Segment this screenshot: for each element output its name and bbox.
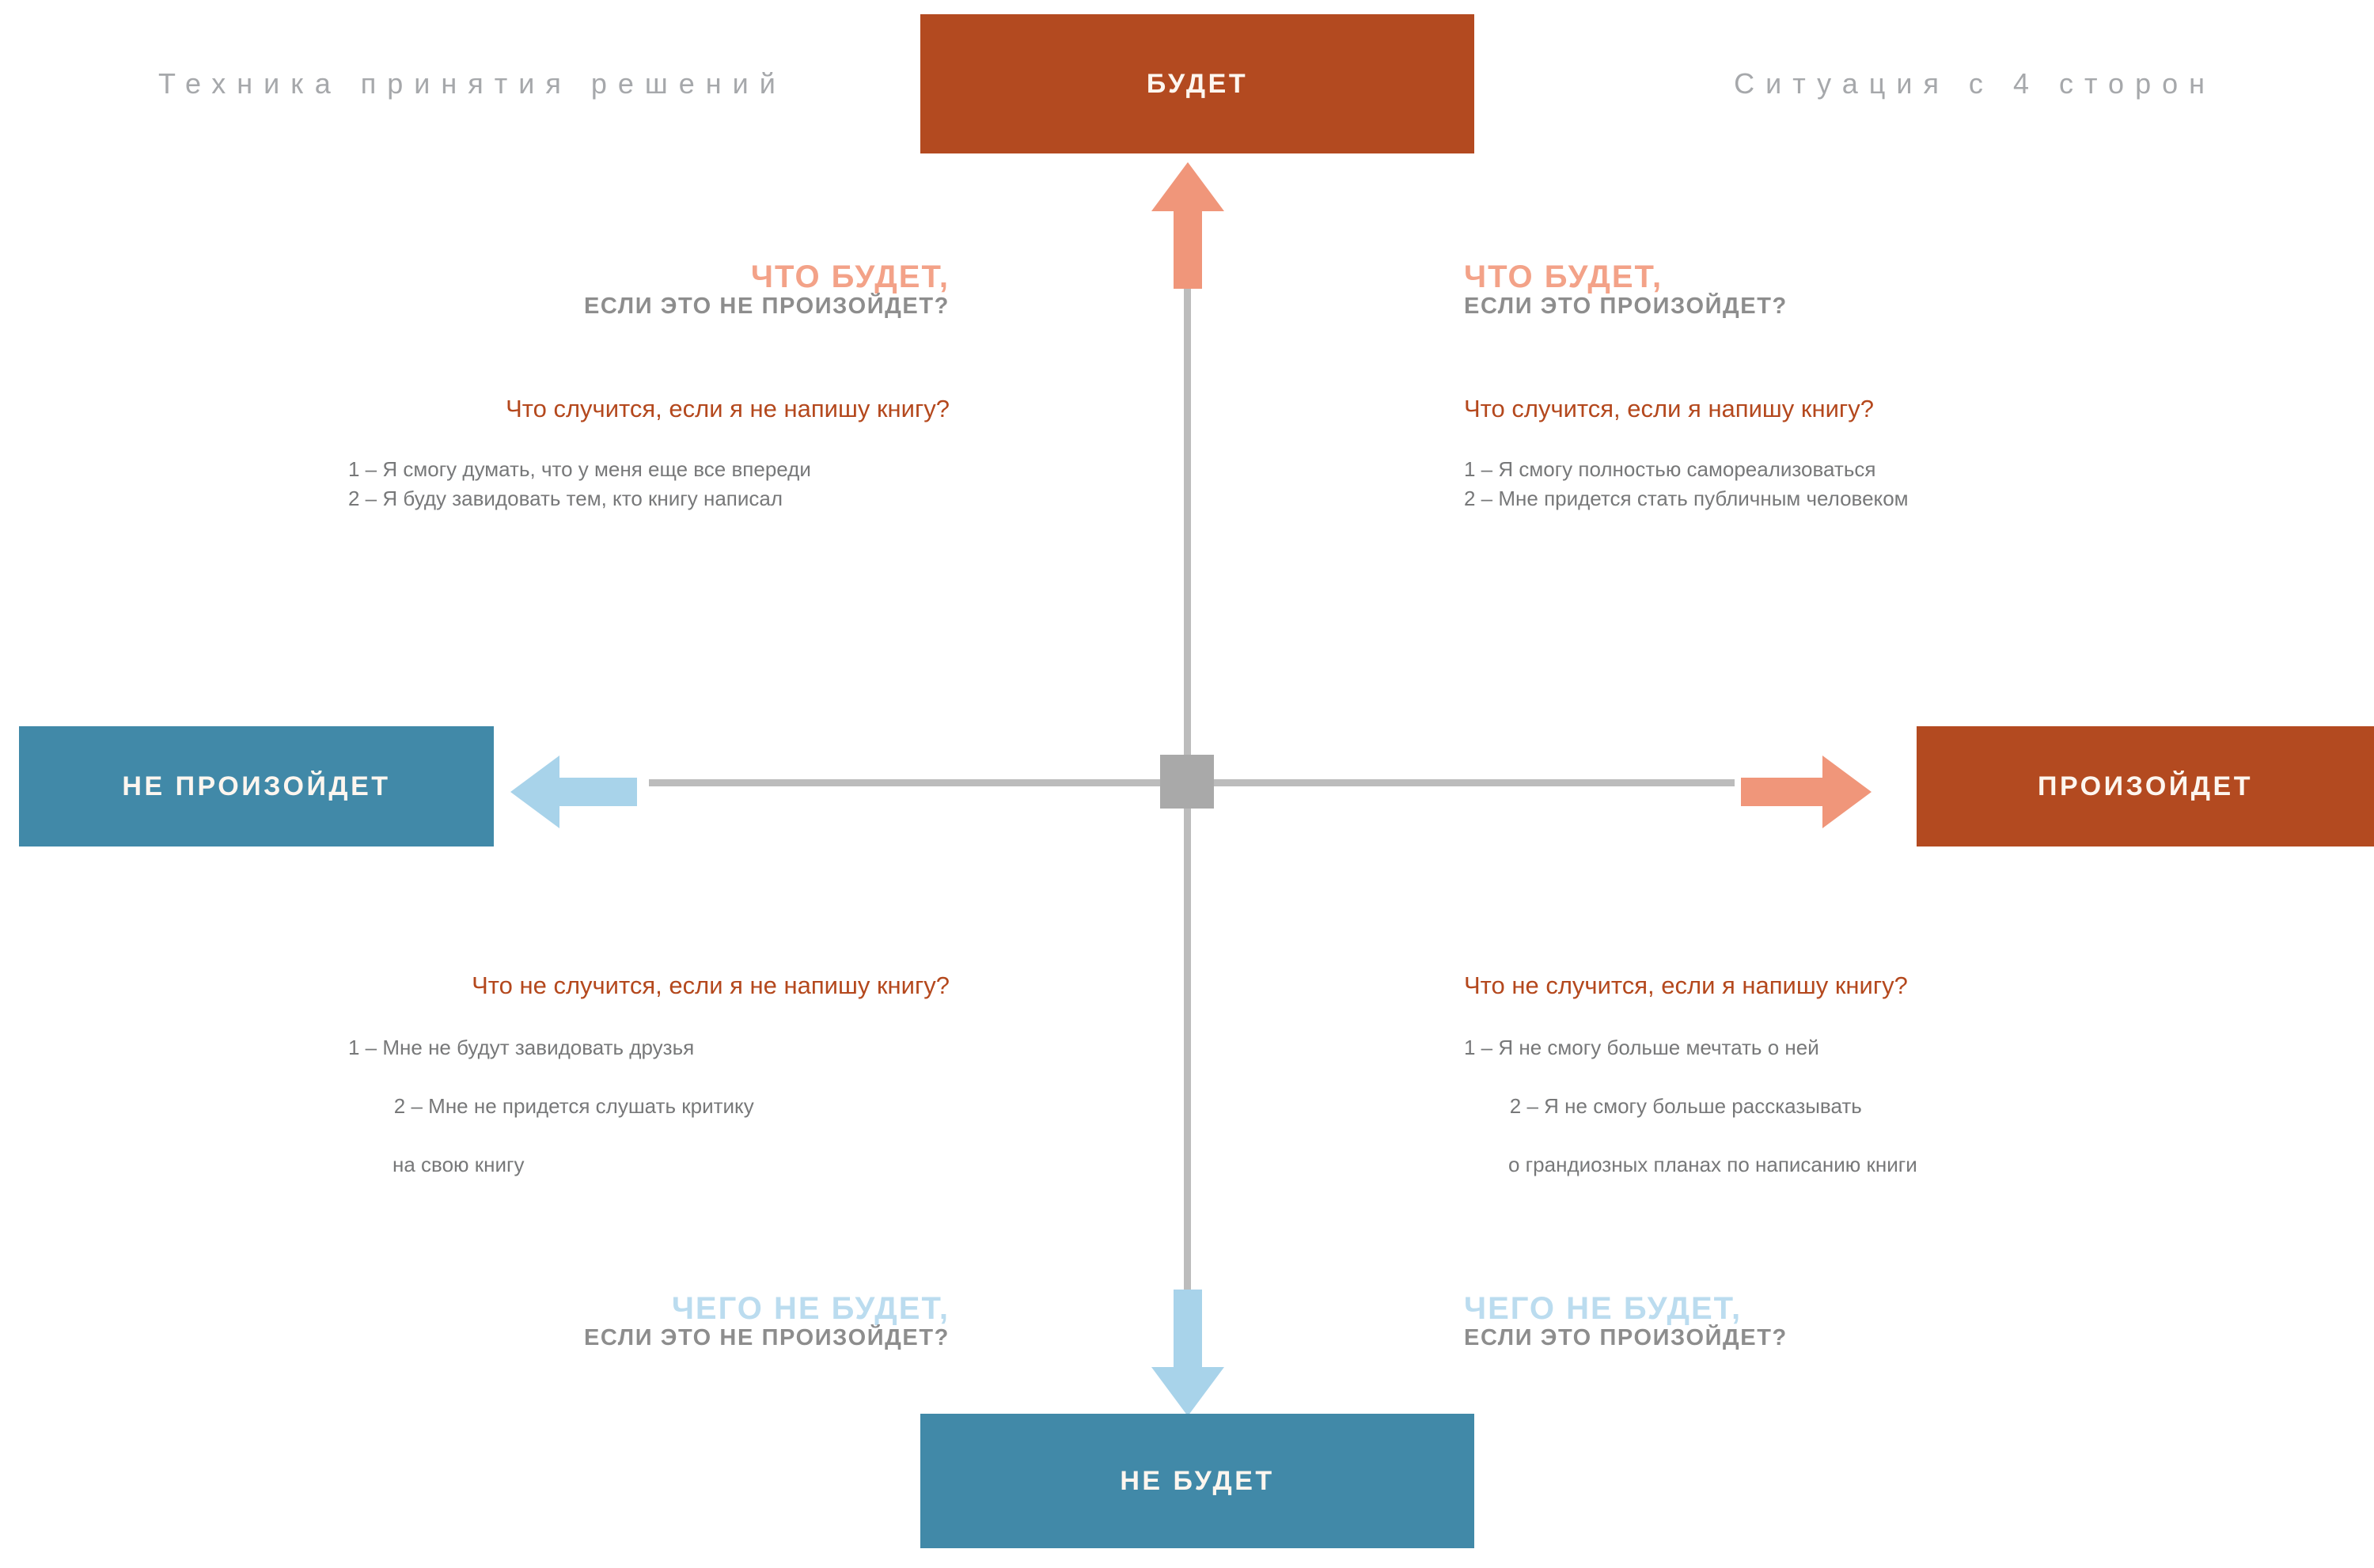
quadrant-bottom-left-heading: ЧЕГО НЕ БУДЕТ, ЕСЛИ ЭТО НЕ ПРОИЗОЙДЕТ?: [348, 1293, 950, 1350]
quadrant-bottom-right: Что не случится, если я напишу книгу? 1 …: [1464, 971, 2097, 1351]
quadrant-top-left-heading-line2: ЕСЛИ ЭТО НЕ ПРОИЗОЙДЕТ?: [583, 293, 950, 319]
quadrant-top-left-question: Что случится, если я не напишу книгу?: [506, 395, 950, 423]
quadrant-top-left-heading: ЧТО БУДЕТ, ЕСЛИ ЭТО НЕ ПРОИЗОЙДЕТ?: [348, 261, 950, 319]
quadrant-bottom-left-list: 1 – Мне не будут завидовать друзья 2 – М…: [348, 1033, 950, 1237]
arrow-down-icon: [1151, 1290, 1224, 1416]
axis-line-horizontal-right: [1203, 779, 1735, 786]
quadrant-bottom-left-question: Что не случится, если я не напишу книгу?: [472, 971, 950, 999]
quadrant-bottom-left: Что не случится, если я не напишу книгу?…: [348, 971, 950, 1351]
list-item: 2 – Я буду завидовать тем, кто книгу нап…: [348, 487, 783, 511]
axis-label-box-top[interactable]: БУДЕТ: [920, 14, 1474, 153]
quadrant-top-right-heading: ЧТО БУДЕТ, ЕСЛИ ЭТО ПРОИЗОЙДЕТ?: [1464, 261, 2097, 319]
axis-line-horizontal-left: [649, 779, 1171, 786]
quadrant-top-right-heading-line2: ЕСЛИ ЭТО ПРОИЗОЙДЕТ?: [1464, 293, 1788, 319]
quadrant-bottom-right-heading-line2: ЕСЛИ ЭТО ПРОИЗОЙДЕТ?: [1464, 1325, 1788, 1351]
list-item-text: 2 – Я не смогу больше рассказывать: [1509, 1093, 1862, 1118]
axis-label-box-right[interactable]: ПРОИЗОЙДЕТ: [1917, 726, 2374, 846]
axis-label-top-text: БУДЕТ: [1146, 68, 1249, 99]
quadrant-top-right-question: Что случится, если я напишу книгу?: [1464, 395, 1874, 423]
list-item: 2 – Я не смогу больше рассказывать о гра…: [1464, 1062, 2097, 1237]
axis-line-vertical-top: [1184, 285, 1191, 779]
quadrant-top-left-list: 1 – Я смогу думать, что у меня еще все в…: [348, 455, 950, 513]
quadrant-bottom-right-heading-line1: ЧЕГО НЕ БУДЕТ,: [1464, 1291, 1743, 1327]
quadrant-top-right-heading-line1: ЧТО БУДЕТ,: [1464, 259, 1663, 294]
center-node-icon: [1160, 755, 1214, 809]
axis-label-left-text: НЕ ПРОИЗОЙДЕТ: [122, 771, 391, 801]
quadrant-bottom-left-heading-line1: ЧЕГО НЕ БУДЕТ,: [671, 1291, 950, 1327]
list-item-text: 2 – Мне не придется слушать критику: [393, 1093, 754, 1118]
axis-label-right-text: ПРОИЗОЙДЕТ: [2038, 771, 2253, 801]
diagram-title-left: Техника принятия решений: [158, 67, 787, 100]
axis-label-bottom-text: НЕ БУДЕТ: [1120, 1465, 1275, 1496]
list-item: 1 – Я смогу думать, что у меня еще все в…: [348, 457, 811, 482]
axis-label-box-left[interactable]: НЕ ПРОИЗОЙДЕТ: [19, 726, 494, 846]
arrow-left-icon: [510, 756, 637, 828]
arrow-up-icon: [1151, 162, 1224, 289]
quadrant-top-left: ЧТО БУДЕТ, ЕСЛИ ЭТО НЕ ПРОИЗОЙДЕТ? Что с…: [348, 261, 950, 513]
list-item: 1 – Я не смогу больше мечтать о ней: [1464, 1036, 1819, 1059]
list-item: 1 – Мне не будут завидовать друзья: [348, 1036, 695, 1059]
arrow-right-icon: [1741, 756, 1872, 828]
list-item-continuation: о грандиозных планах по написанию книги: [1508, 1152, 1917, 1176]
list-item: 1 – Я смогу полностью самореализоваться: [1464, 457, 1876, 482]
list-item-continuation: на свою книгу: [393, 1152, 525, 1176]
quadrant-bottom-right-heading: ЧЕГО НЕ БУДЕТ, ЕСЛИ ЭТО ПРОИЗОЙДЕТ?: [1464, 1293, 2097, 1350]
axis-line-vertical-bottom: [1184, 787, 1191, 1293]
quadrant-bottom-right-question: Что не случится, если я напишу книгу?: [1464, 971, 1908, 999]
quadrant-bottom-right-list: 1 – Я не смогу больше мечтать о ней 2 – …: [1464, 1033, 2097, 1237]
axis-label-box-bottom[interactable]: НЕ БУДЕТ: [920, 1414, 1474, 1548]
list-item: 2 – Мне не придется слушать критику на с…: [348, 1062, 950, 1237]
quadrant-top-left-heading-line1: ЧТО БУДЕТ,: [750, 259, 950, 294]
quadrant-top-right-list: 1 – Я смогу полностью самореализоваться …: [1464, 455, 2097, 513]
list-item: 2 – Мне придется стать публичным человек…: [1464, 487, 1909, 511]
quadrant-top-right: ЧТО БУДЕТ, ЕСЛИ ЭТО ПРОИЗОЙДЕТ? Что случ…: [1464, 261, 2097, 513]
quadrant-bottom-left-heading-line2: ЕСЛИ ЭТО НЕ ПРОИЗОЙДЕТ?: [583, 1325, 950, 1351]
diagram-title-right: Ситуация с 4 сторон: [1734, 67, 2216, 100]
